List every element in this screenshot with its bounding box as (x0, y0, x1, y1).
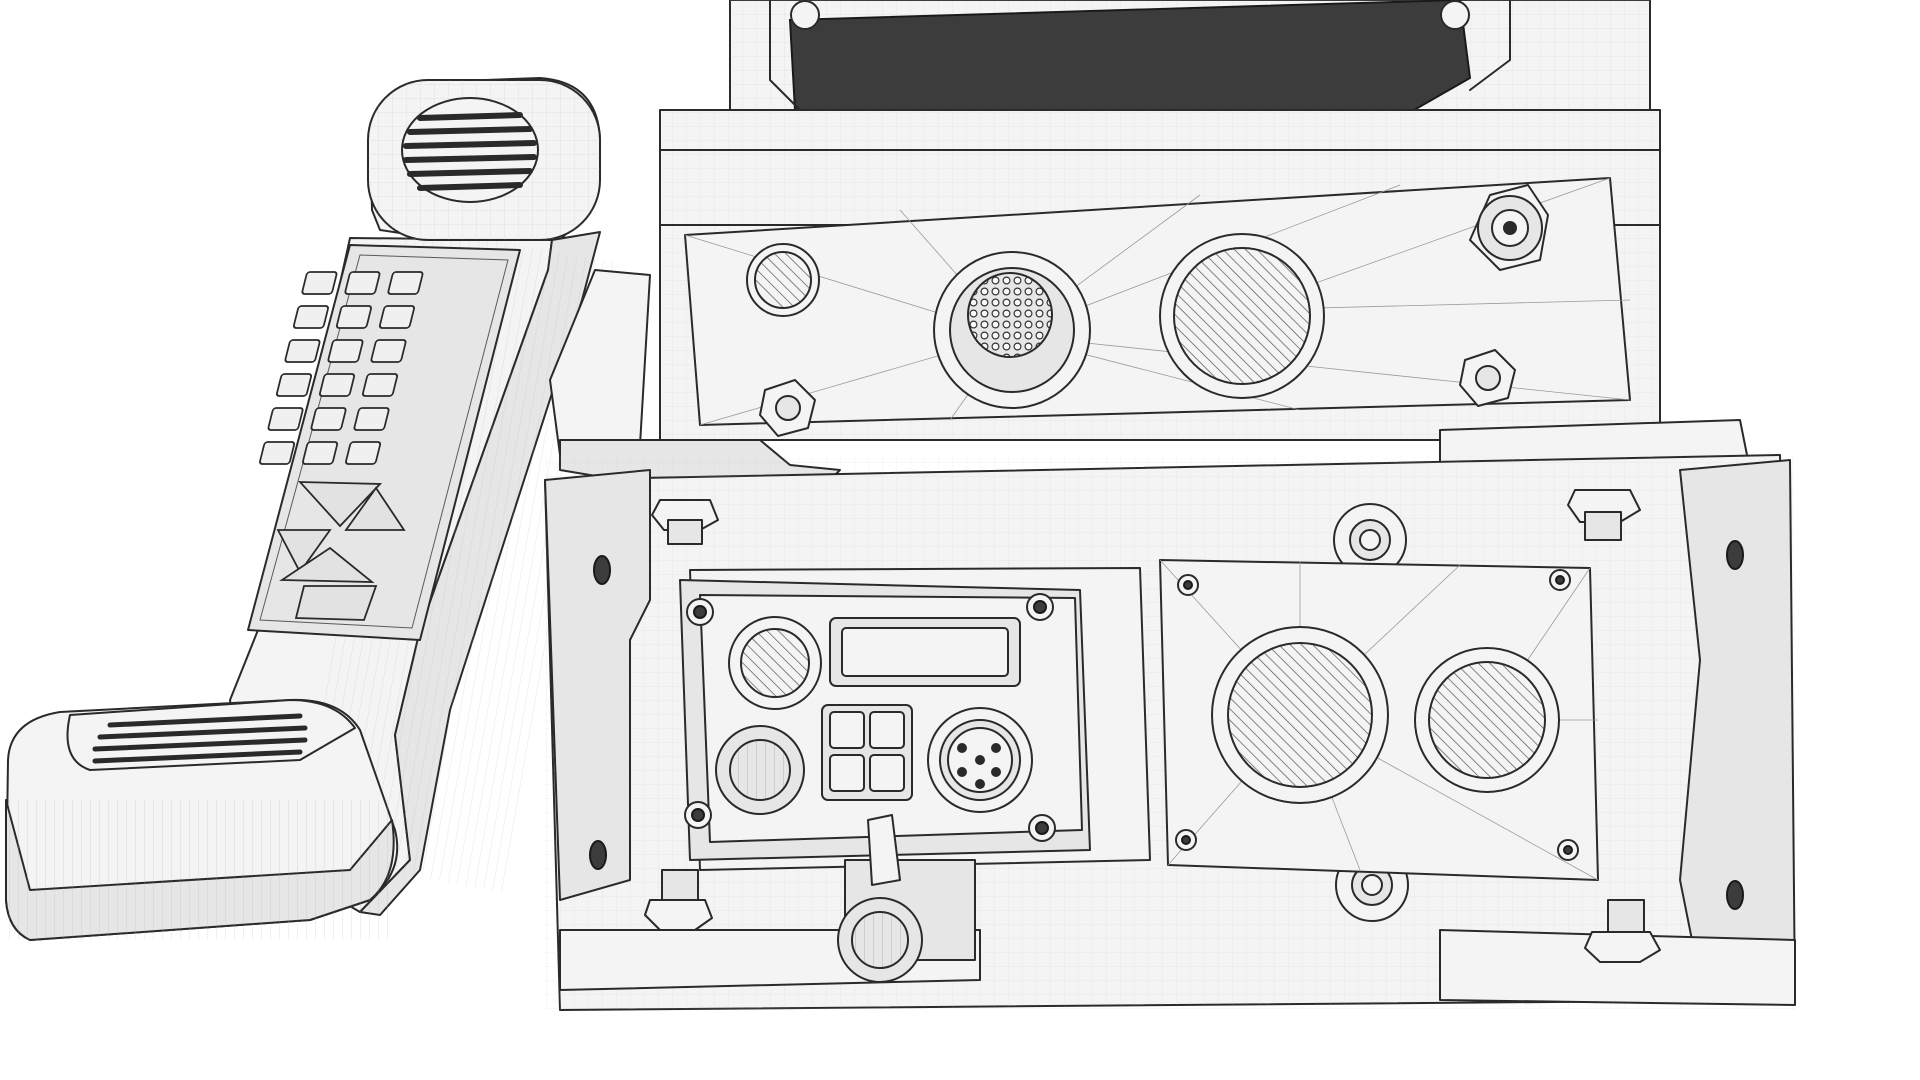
telephone-handset (5, 77, 615, 941)
rear-screw-plug (746, 243, 820, 317)
bolt-top-right (1567, 489, 1641, 541)
front-screw-plug (728, 616, 822, 710)
front-toggle-switch (837, 814, 976, 983)
front-6pin-connector (927, 707, 1033, 813)
rear-multipin-connector (933, 251, 1091, 409)
keypad-emboss (276, 481, 406, 621)
hex-nut-right (1459, 349, 1516, 407)
transceiver-upper-body (659, 109, 1661, 441)
front-control-module (679, 567, 1151, 983)
bolt-top-left (651, 499, 719, 545)
front-knurled-knob (715, 725, 805, 815)
side-large-screw-plug (1211, 626, 1389, 804)
boss-top (1333, 503, 1407, 577)
rear-large-screw-plug (1159, 233, 1325, 399)
handset-earpiece (367, 79, 601, 241)
handset-mouthpiece (5, 698, 399, 941)
side-connector-panel (1159, 559, 1599, 881)
side-small-screw-plug (1414, 647, 1560, 793)
hex-nut-left (759, 379, 816, 437)
bolt-bottom-right (1584, 899, 1661, 963)
keypad-keys (259, 271, 424, 465)
antenna-connector (1469, 184, 1549, 271)
front-button-cluster (821, 704, 913, 801)
bolt-bottom-left (644, 869, 713, 931)
handset-keypad (247, 244, 521, 641)
